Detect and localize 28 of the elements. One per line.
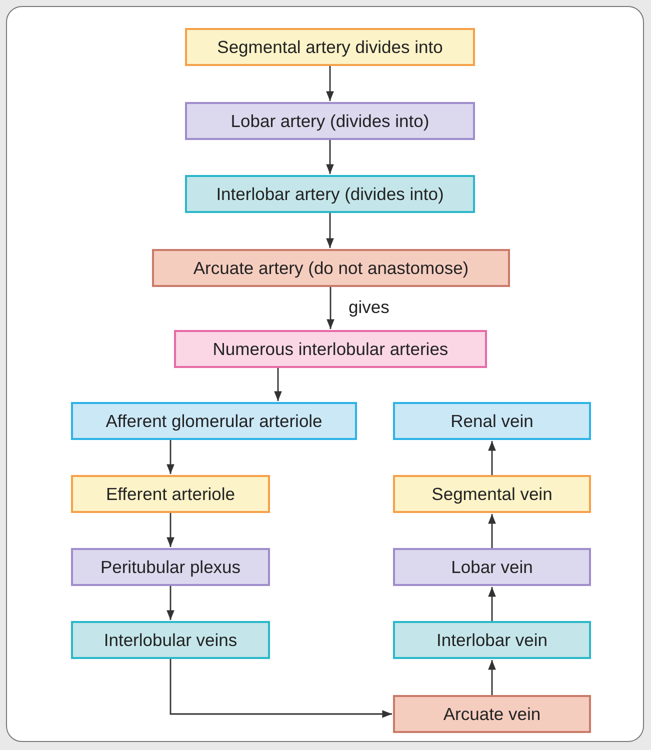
arrow xyxy=(166,440,174,474)
arrow xyxy=(166,586,174,620)
arrow xyxy=(326,287,334,329)
process-box: Peritubular plexus xyxy=(71,548,270,586)
arrow xyxy=(488,587,496,621)
arrow xyxy=(166,513,174,547)
process-box: Efferent arteriole xyxy=(71,475,270,513)
process-box: Interlobar artery (divides into) xyxy=(185,175,475,213)
arrow xyxy=(488,660,496,695)
process-box: Numerous interlobular arteries xyxy=(174,330,487,368)
process-box: Renal vein xyxy=(393,402,591,440)
arrow xyxy=(274,368,282,401)
arrow xyxy=(170,659,392,718)
arrow xyxy=(326,140,334,174)
edge-label: gives xyxy=(348,296,390,318)
process-box: Arcuate vein xyxy=(393,695,591,733)
arrow xyxy=(488,514,496,548)
process-box: Arcuate artery (do not anastomose) xyxy=(152,249,510,287)
process-box: Interlobar vein xyxy=(393,621,591,659)
process-box: Afferent glomerular arteriole xyxy=(71,402,357,440)
arrow xyxy=(326,66,334,101)
arrow xyxy=(488,441,496,475)
process-box: Segmental artery divides into xyxy=(185,28,475,66)
process-box: Segmental vein xyxy=(393,475,591,513)
process-box: Lobar vein xyxy=(393,548,591,586)
process-box: Lobar artery (divides into) xyxy=(185,102,475,140)
process-box: Interlobular veins xyxy=(71,621,270,659)
arrow xyxy=(326,213,334,248)
